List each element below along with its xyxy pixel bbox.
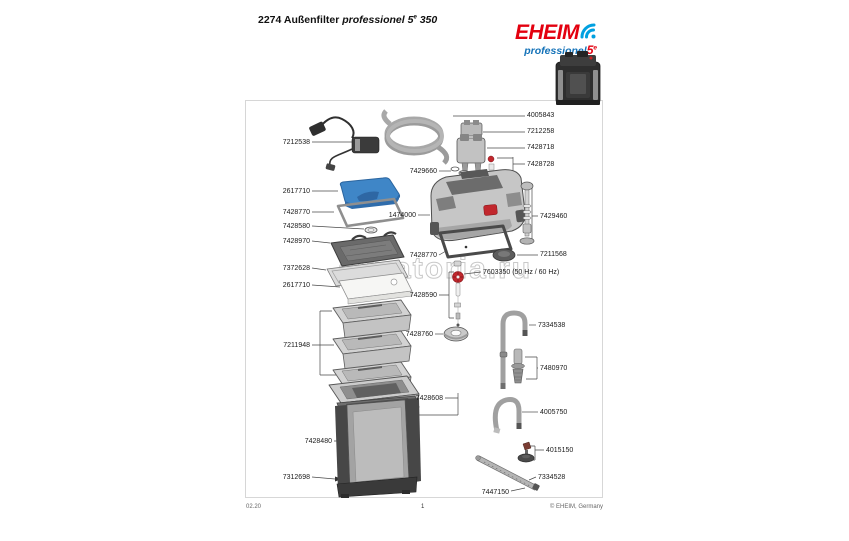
- part-label-4005750: 4005750: [540, 408, 568, 416]
- suction-cup-drawing: [517, 441, 535, 463]
- brand-wordmark: EHEIM: [514, 21, 580, 44]
- adapter-drawing: [456, 120, 495, 176]
- part-label-7428760: 7428760: [405, 330, 433, 338]
- power-supply-drawing: [309, 116, 380, 171]
- part-label-7429660: 7429660: [409, 167, 437, 175]
- series-wordmark: professionel5e: [524, 43, 597, 57]
- canister-drawing: [335, 395, 421, 498]
- part-label-7428728: 7428728: [527, 160, 555, 168]
- filter-basket-2-drawing: [332, 330, 412, 370]
- part-label-7334528: 7334528: [538, 473, 566, 481]
- footer-copyright: © EHEIM, Germany: [549, 504, 603, 510]
- part-label-4015150: 4015150: [546, 446, 574, 454]
- part-label-7312698: 7312698: [282, 473, 310, 481]
- filter-basket-1-drawing: [332, 299, 412, 339]
- eheim-wave-icon: [580, 23, 596, 39]
- outflow-drawing: [492, 397, 522, 434]
- part-label-7428770-seal: 7428770: [282, 208, 310, 216]
- title-size: 350: [419, 14, 438, 26]
- small-oval-drawing: [364, 226, 378, 234]
- strainer-drawing: [511, 348, 525, 384]
- part-label-7447150: 7447150: [481, 488, 509, 496]
- part-label-7212538: 7212538: [282, 138, 310, 146]
- part-label-7334538: 7334538: [538, 322, 566, 329]
- part-label-1474000: 1474000: [388, 211, 416, 219]
- part-label-7428590: 7428590: [409, 291, 437, 299]
- footer-page-number: 1: [421, 504, 425, 510]
- title-series: professionel 5: [342, 14, 414, 26]
- lid-drawing: [330, 231, 405, 267]
- part-label-2617710-foam: 2617710: [282, 281, 310, 289]
- part-label-7428970: 7428970: [282, 237, 310, 245]
- part-label-7212258: 7212258: [527, 127, 555, 135]
- drawing-frame: [245, 100, 603, 498]
- part-label-7372628: 7372628: [282, 264, 310, 272]
- part-label-7428718: 7428718: [527, 143, 555, 151]
- part-label-7480970: 7480970: [540, 364, 568, 372]
- part-label-7428480: 7428480: [304, 437, 332, 445]
- part-label-7211568: 7211568: [540, 250, 567, 258]
- part-label-4005843: 4005843: [527, 111, 555, 119]
- page-title: 2274 Außenfilter professionel 5e 350: [258, 14, 438, 26]
- part-label-7428580: 7428580: [282, 222, 310, 230]
- product-photo: [555, 51, 601, 105]
- leader-lines: [311, 115, 544, 492]
- eheim-logo: EHEIM professionel5e: [505, 22, 597, 57]
- part-label-2617710-pad: 2617710: [282, 187, 310, 195]
- part-label-7428608: 7428608: [415, 394, 443, 402]
- impeller-cover-drawing: [492, 248, 516, 262]
- shaft-assembly-drawing: [519, 181, 535, 245]
- hose-drawing: [381, 109, 450, 165]
- part-label-7429460: 7429460: [540, 212, 568, 220]
- seal-ring-drawing: [336, 197, 405, 228]
- foam-pad-drawing: [338, 272, 413, 305]
- part-label-7428770-head: 7428770: [409, 251, 437, 259]
- head-gasket-drawing: [438, 224, 513, 259]
- pump-head-drawing: [430, 169, 526, 249]
- pump-cover-drawing: [443, 326, 469, 342]
- intake-pipe-drawing: [499, 310, 528, 389]
- part-label-7211948: 7211948: [283, 341, 310, 349]
- spray-bar-drawing: [475, 455, 540, 491]
- title-model: 2274 Außenfilter: [258, 14, 340, 26]
- impeller-drawing: [452, 260, 464, 330]
- part-label-7603350: 7603350 (50 Hz / 60 Hz): [483, 268, 560, 276]
- footer-date-code: 02.20: [246, 504, 262, 510]
